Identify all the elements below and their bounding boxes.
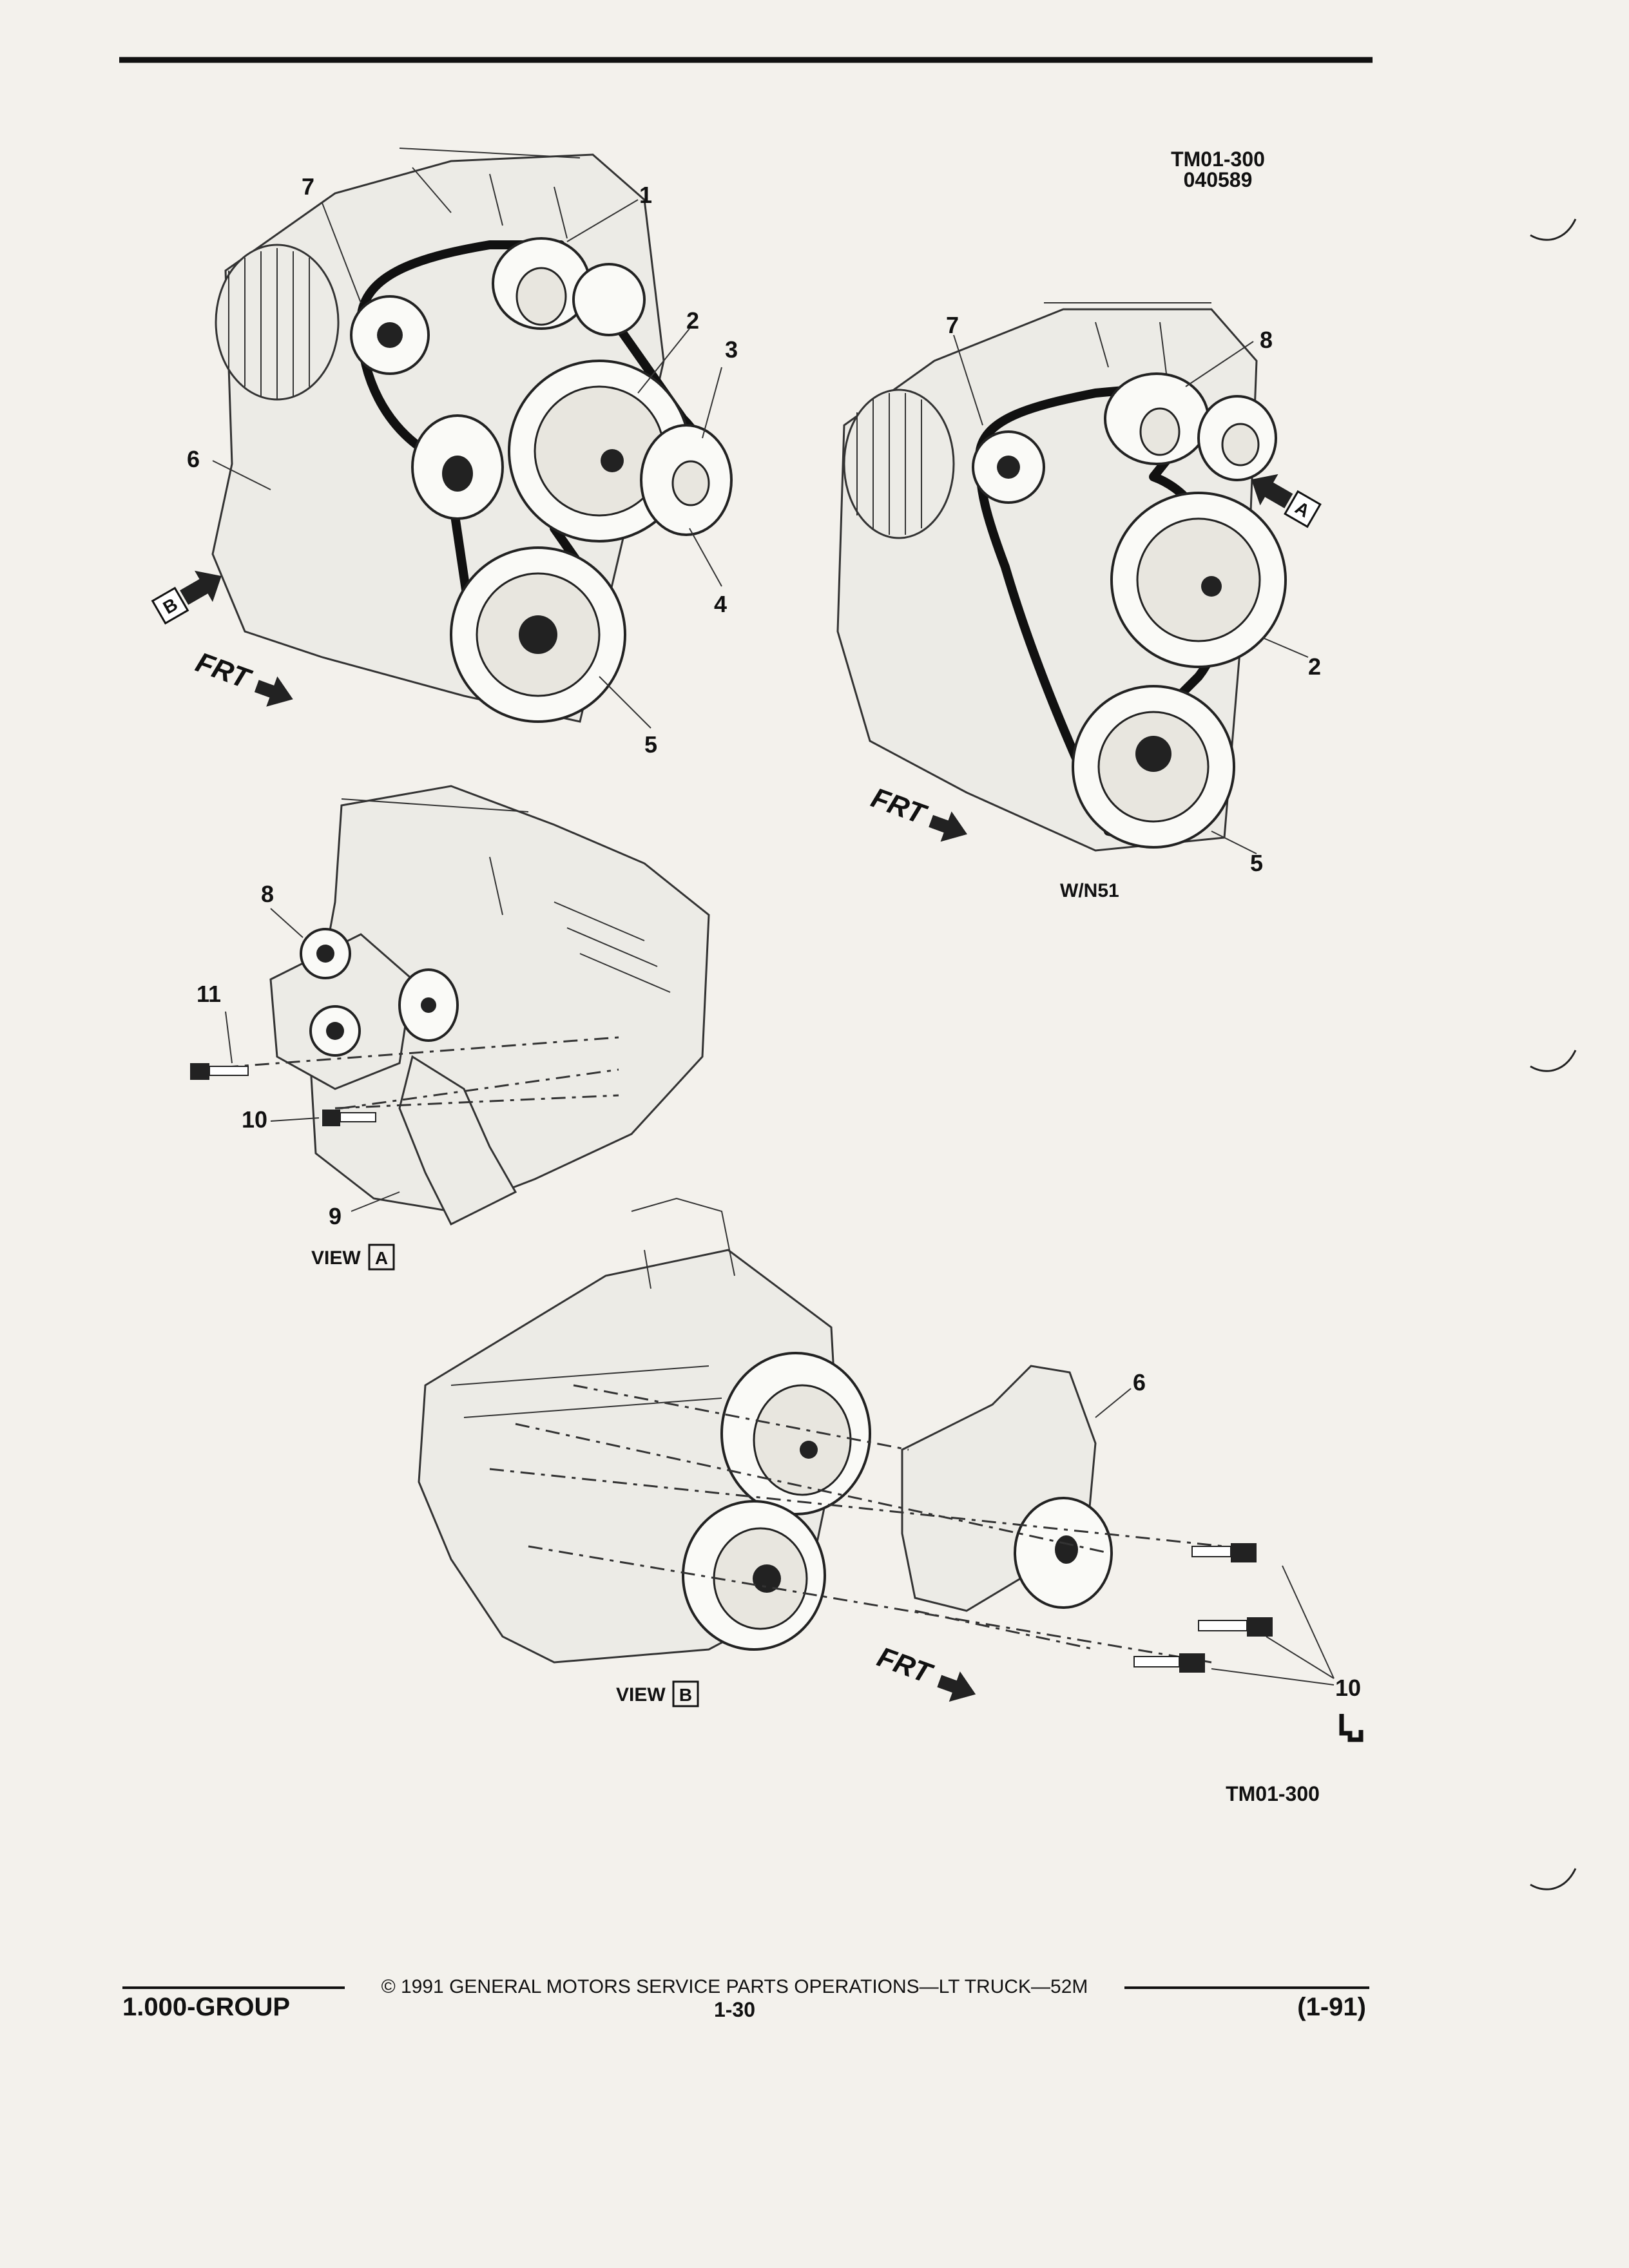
- crankshaft-pulley: [1072, 685, 1235, 849]
- front-label: FRT: [873, 1641, 937, 1690]
- callout-1: 1: [639, 182, 652, 208]
- callout-5: 5: [644, 731, 657, 758]
- tensioner-pulley: [398, 968, 459, 1042]
- footer-page-number: 1-30: [714, 1998, 755, 2021]
- view-b-letter: B: [679, 1685, 692, 1705]
- idler-pulley: [1014, 1497, 1113, 1609]
- engine-drive-illustration-left: 1 2 3 4 5 6 7 FRT B: [151, 148, 738, 758]
- callout-7: 7: [946, 312, 959, 338]
- view-b-arrow-icon: [180, 570, 222, 605]
- bolt-10-lower: [1133, 1653, 1205, 1673]
- bolt-11: [190, 1063, 249, 1080]
- idler-pulley-lower: [309, 1005, 361, 1057]
- bolt-10: [322, 1110, 376, 1126]
- power-steering-pulley: [640, 424, 733, 536]
- front-label: FRT: [191, 646, 255, 695]
- front-label: FRT: [867, 782, 931, 831]
- view-b-marker: B: [151, 570, 222, 625]
- binder-mark: [1530, 1050, 1577, 1072]
- front-arrow-icon: [929, 811, 967, 842]
- view-b-label: VIEW: [616, 1684, 666, 1706]
- callout-6: 6: [1133, 1369, 1146, 1396]
- callout-5: 5: [1250, 850, 1263, 876]
- callout-8: 8: [1260, 327, 1273, 353]
- idler-pulley-top: [1104, 372, 1210, 465]
- view-a-label: VIEW: [311, 1247, 361, 1269]
- callout-8: 8: [261, 881, 274, 907]
- continuation-symbol-icon: [1339, 1714, 1364, 1742]
- front-arrow: FRT: [873, 1641, 976, 1702]
- tensioner-pulley-top: [572, 263, 646, 336]
- view-a-letter: A: [375, 1248, 388, 1268]
- callout-2: 2: [1308, 653, 1321, 680]
- idler-pulley-upper: [300, 928, 351, 979]
- variant-caption: W/N51: [1060, 880, 1119, 901]
- front-arrow: FRT: [867, 782, 967, 842]
- figure-code-top: TM01-300: [1171, 148, 1265, 171]
- engine-drive-illustration-right: 7 8 2 5 FRT A W/N51: [836, 302, 1322, 901]
- callout-3: 3: [725, 336, 738, 363]
- water-pump-pulley: [720, 1352, 871, 1515]
- footer-group: 1.000-GROUP: [122, 1993, 290, 2021]
- crankshaft-pulley: [682, 1500, 826, 1651]
- page-footer: 1.000-GROUP © 1991 GENERAL MOTORS SERVIC…: [122, 1976, 1369, 2021]
- figure-code-date: 040589: [1184, 168, 1253, 191]
- binder-mark: [1530, 1868, 1577, 1890]
- callout-11: 11: [197, 981, 221, 1007]
- callout-4: 4: [714, 591, 727, 617]
- footer-revision: (1-91): [1297, 1993, 1366, 2021]
- idler-pulley-left: [411, 414, 504, 520]
- view-a-marker: A: [1251, 474, 1322, 528]
- view-b-letter-box: [672, 1680, 699, 1707]
- crankshaft-pulley: [450, 546, 626, 723]
- alternator: [215, 244, 340, 401]
- callout-2: 2: [686, 307, 699, 334]
- callout-6: 6: [187, 446, 200, 472]
- tensioner-bracket: [398, 1055, 517, 1226]
- idler-pulley-top: [492, 237, 591, 330]
- figure-code-bottom: TM01-300: [1226, 1782, 1320, 1805]
- front-arrow-icon: [937, 1671, 976, 1702]
- callout-10: 10: [242, 1106, 267, 1133]
- water-pump-pulley: [1110, 492, 1287, 668]
- front-arrow: FRT: [191, 646, 293, 707]
- front-arrow-icon: [254, 676, 293, 707]
- alternator: [843, 389, 955, 539]
- binder-mark: [1530, 218, 1577, 241]
- bolt-10-middle: [1198, 1617, 1273, 1637]
- view-a-arrow-icon: [1251, 474, 1293, 508]
- generator-pulley: [972, 430, 1045, 504]
- callout-9: 9: [329, 1203, 342, 1229]
- view-b-illustration: 6 10 FRT VIEW B: [418, 1197, 1364, 1742]
- generator-pulley: [350, 295, 430, 375]
- callout-7: 7: [302, 173, 314, 200]
- view-a-illustration: 8 11 10 9 VIEW A: [190, 785, 710, 1271]
- callout-10: 10: [1335, 1675, 1361, 1701]
- footer-copyright: © 1991 GENERAL MOTORS SERVICE PARTS OPER…: [381, 1976, 1088, 1997]
- bolt-10-upper: [1191, 1543, 1257, 1562]
- view-a-letter-box: [368, 1244, 395, 1271]
- air-pump-pulley: [1197, 395, 1277, 481]
